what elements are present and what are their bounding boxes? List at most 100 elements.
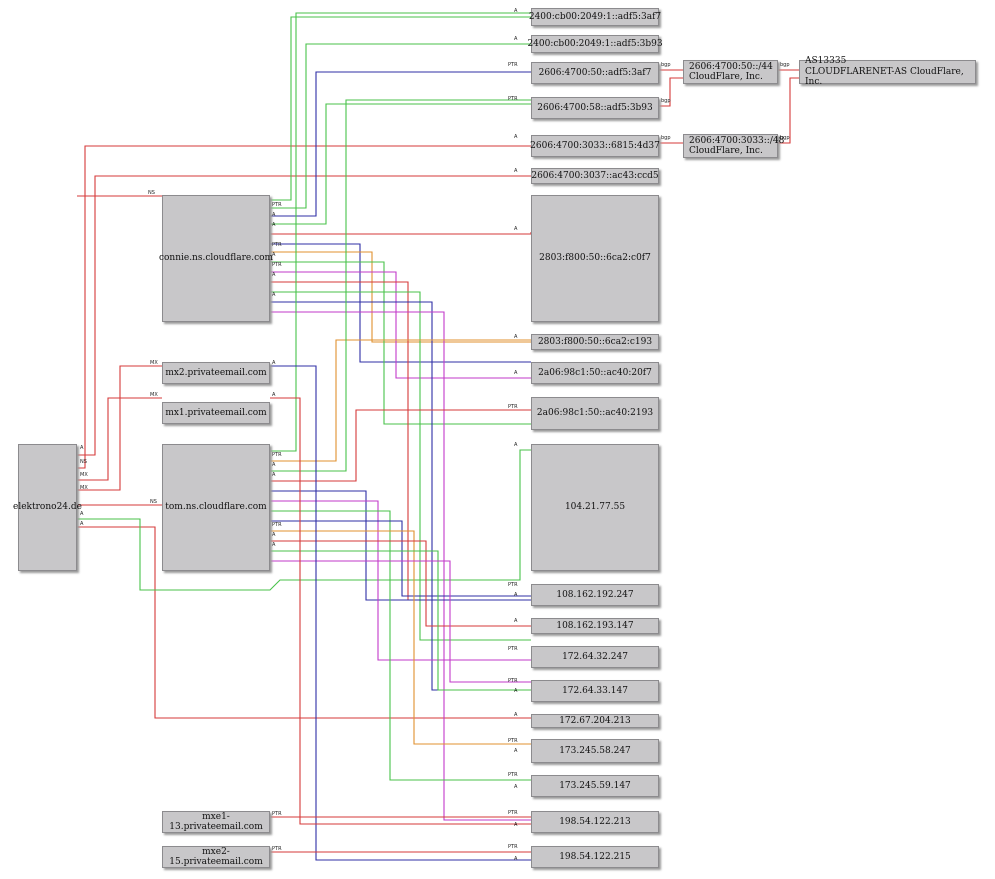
edge-label-bgp: bgp [661, 98, 671, 104]
node-ipv4-1[interactable]: 104.21.77.55 [531, 444, 659, 571]
node-mxe1[interactable]: mxe1-13.privateemail.com [162, 811, 270, 833]
node-ipv6-10[interactable]: 2a06:98c1:50::ac40:2193 [531, 397, 659, 430]
edge-label-a: A [80, 511, 84, 517]
edge-tom-0 [270, 12, 531, 452]
edge-connie-3 [270, 103, 531, 225]
edge-connie-7 [270, 261, 531, 425]
edge-tom-7 [270, 520, 531, 597]
node-ipv4-2[interactable]: 108.162.192.247 [531, 584, 659, 606]
edge-label-ptr: PTR [272, 452, 282, 458]
edge-tom-2 [270, 99, 531, 472]
edge-tom-4 [270, 490, 531, 601]
edge-label-a: A [514, 442, 518, 448]
edge-a-ipv4-6 [77, 526, 531, 719]
edge-mx2 [77, 365, 162, 491]
edge-label-a: A [80, 445, 84, 451]
edge-label-a: A [272, 272, 276, 278]
edge-label-a: A [272, 462, 276, 468]
node-ipv6-2[interactable]: 2400:cb00:2049:1::adf5:3b93 [527, 35, 663, 53]
edge-label-ptr: PTR [272, 811, 282, 817]
edge-label-a: A [514, 134, 518, 140]
edge-label-ptr: PTR [508, 646, 518, 652]
edge-label-bgp: bgp [780, 135, 790, 141]
edge-connie-6 [270, 251, 531, 343]
node-ipv4-6[interactable]: 172.67.204.213 [531, 714, 659, 728]
edge-label-a: A [514, 618, 518, 624]
edge-label-a: A [514, 8, 518, 14]
edge-label-ptr: PTR [508, 772, 518, 778]
edge-label-ptr: PTR [272, 522, 282, 528]
node-domain[interactable]: elektrono24.de [13, 444, 82, 571]
edge-label-a: A [514, 334, 518, 340]
edge-connie-2 [270, 71, 531, 217]
edge-label-a: A [514, 592, 518, 598]
edge-tom-11 [270, 560, 531, 683]
node-ipv6-1[interactable]: 2400:cb00:2049:1::adf5:3af7 [529, 8, 661, 26]
node-ipv6-6[interactable]: 2606:4700:3037::ac43:ccd5 [531, 168, 659, 184]
edge-connie-11 [270, 301, 531, 691]
edge-label-a: A [272, 212, 276, 218]
edge-label-a: A [272, 292, 276, 298]
edge-label-a: A [272, 222, 276, 228]
edge-label-ptr: PTR [508, 96, 518, 102]
node-ipv6-3[interactable]: 2606:4700:50::adf5:3af7 [531, 62, 659, 84]
edge-a-ipv4-1 [77, 449, 531, 591]
edge-label-a: A [514, 688, 518, 694]
node-ipv4-10[interactable]: 198.54.122.215 [531, 846, 659, 868]
edge-connie-10 [270, 291, 531, 641]
edge-tom-6 [270, 510, 531, 781]
edge-mx1-a [270, 397, 531, 825]
edge-label-a: A [272, 472, 276, 478]
edge-label-ptr: PTR [508, 582, 518, 588]
edge-label-bgp: bgp [661, 135, 671, 141]
edge-mx1 [77, 397, 162, 481]
edge-label-a: A [514, 168, 518, 174]
node-ns-tom[interactable]: tom.ns.cloudflare.com [162, 444, 270, 571]
edge-tom-9 [270, 540, 531, 627]
node-netblock-1[interactable]: 2606:4700:50::/44 CloudFlare, Inc. [683, 60, 778, 84]
node-ipv6-9[interactable]: 2a06:98c1:50::ac40:20f7 [531, 362, 659, 384]
edge-connie-0 [270, 16, 531, 201]
node-ipv4-3[interactable]: 108.162.193.147 [531, 618, 659, 634]
node-netblock-2[interactable]: 2606:4700:3033::/48 CloudFlare, Inc. [683, 134, 784, 158]
edge-mx2-a [270, 365, 531, 861]
node-mxe2[interactable]: mxe2-15.privateemail.com [162, 846, 270, 868]
node-ipv4-7[interactable]: 173.245.58.247 [531, 739, 659, 763]
node-ipv4-4[interactable]: 172.64.32.247 [531, 646, 659, 668]
edge-label-layer: NSNSMXMXANSMXMXAAPTRAAPTRAPTRAAPTRAAPTRA… [80, 8, 790, 862]
node-ipv6-8[interactable]: 2803:f800:50::6ca2:c193 [531, 334, 659, 350]
edge-label-ptr: PTR [508, 404, 518, 410]
edge-connie-8 [270, 271, 531, 379]
edge-label-ptr: PTR [508, 678, 518, 684]
node-asn[interactable]: AS13335 CLOUDFLARENET-AS CloudFlare, Inc… [799, 56, 976, 87]
edge-label-ptr: PTR [272, 846, 282, 852]
edge-label-ptr: PTR [508, 62, 518, 68]
edge-label-mx: MX [150, 392, 158, 398]
node-ipv4-9[interactable]: 198.54.122.213 [531, 811, 659, 833]
node-mx1[interactable]: mx1.privateemail.com [162, 402, 270, 424]
edge-label-mx: MX [150, 360, 158, 366]
node-ipv6-4[interactable]: 2606:4700:58::adf5:3b93 [531, 97, 659, 119]
edge-label-a: A [80, 521, 84, 527]
edge-connie-9 [270, 281, 531, 601]
edge-label-ns: NS [80, 459, 87, 465]
edge-connie-12 [270, 311, 531, 821]
node-ns-connie[interactable]: connie.ns.cloudflare.com [159, 195, 273, 322]
node-ipv6-7[interactable]: 2803:f800:50::6ca2:c0f7 [531, 195, 659, 322]
node-ipv4-5[interactable]: 172.64.33.147 [531, 680, 659, 702]
edge-label-a: A [272, 542, 276, 548]
edge-tom-10 [270, 550, 531, 691]
edge-label-a: A [272, 532, 276, 538]
edge-label-ptr: PTR [508, 810, 518, 816]
edge-tom-8 [270, 530, 531, 745]
edge-label-a: A [272, 392, 276, 398]
node-ipv4-8[interactable]: 173.245.59.147 [531, 775, 659, 797]
node-ipv6-5[interactable]: 2606:4700:3033::6815:4d37 [530, 135, 660, 157]
edge-label-a: A [272, 252, 276, 258]
node-mx2[interactable]: mx2.privateemail.com [162, 362, 270, 384]
edge-label-a: A [514, 226, 518, 232]
edge-label-a: A [514, 36, 518, 42]
edge-label-a: A [514, 748, 518, 754]
edge-label-ptr: PTR [272, 242, 282, 248]
